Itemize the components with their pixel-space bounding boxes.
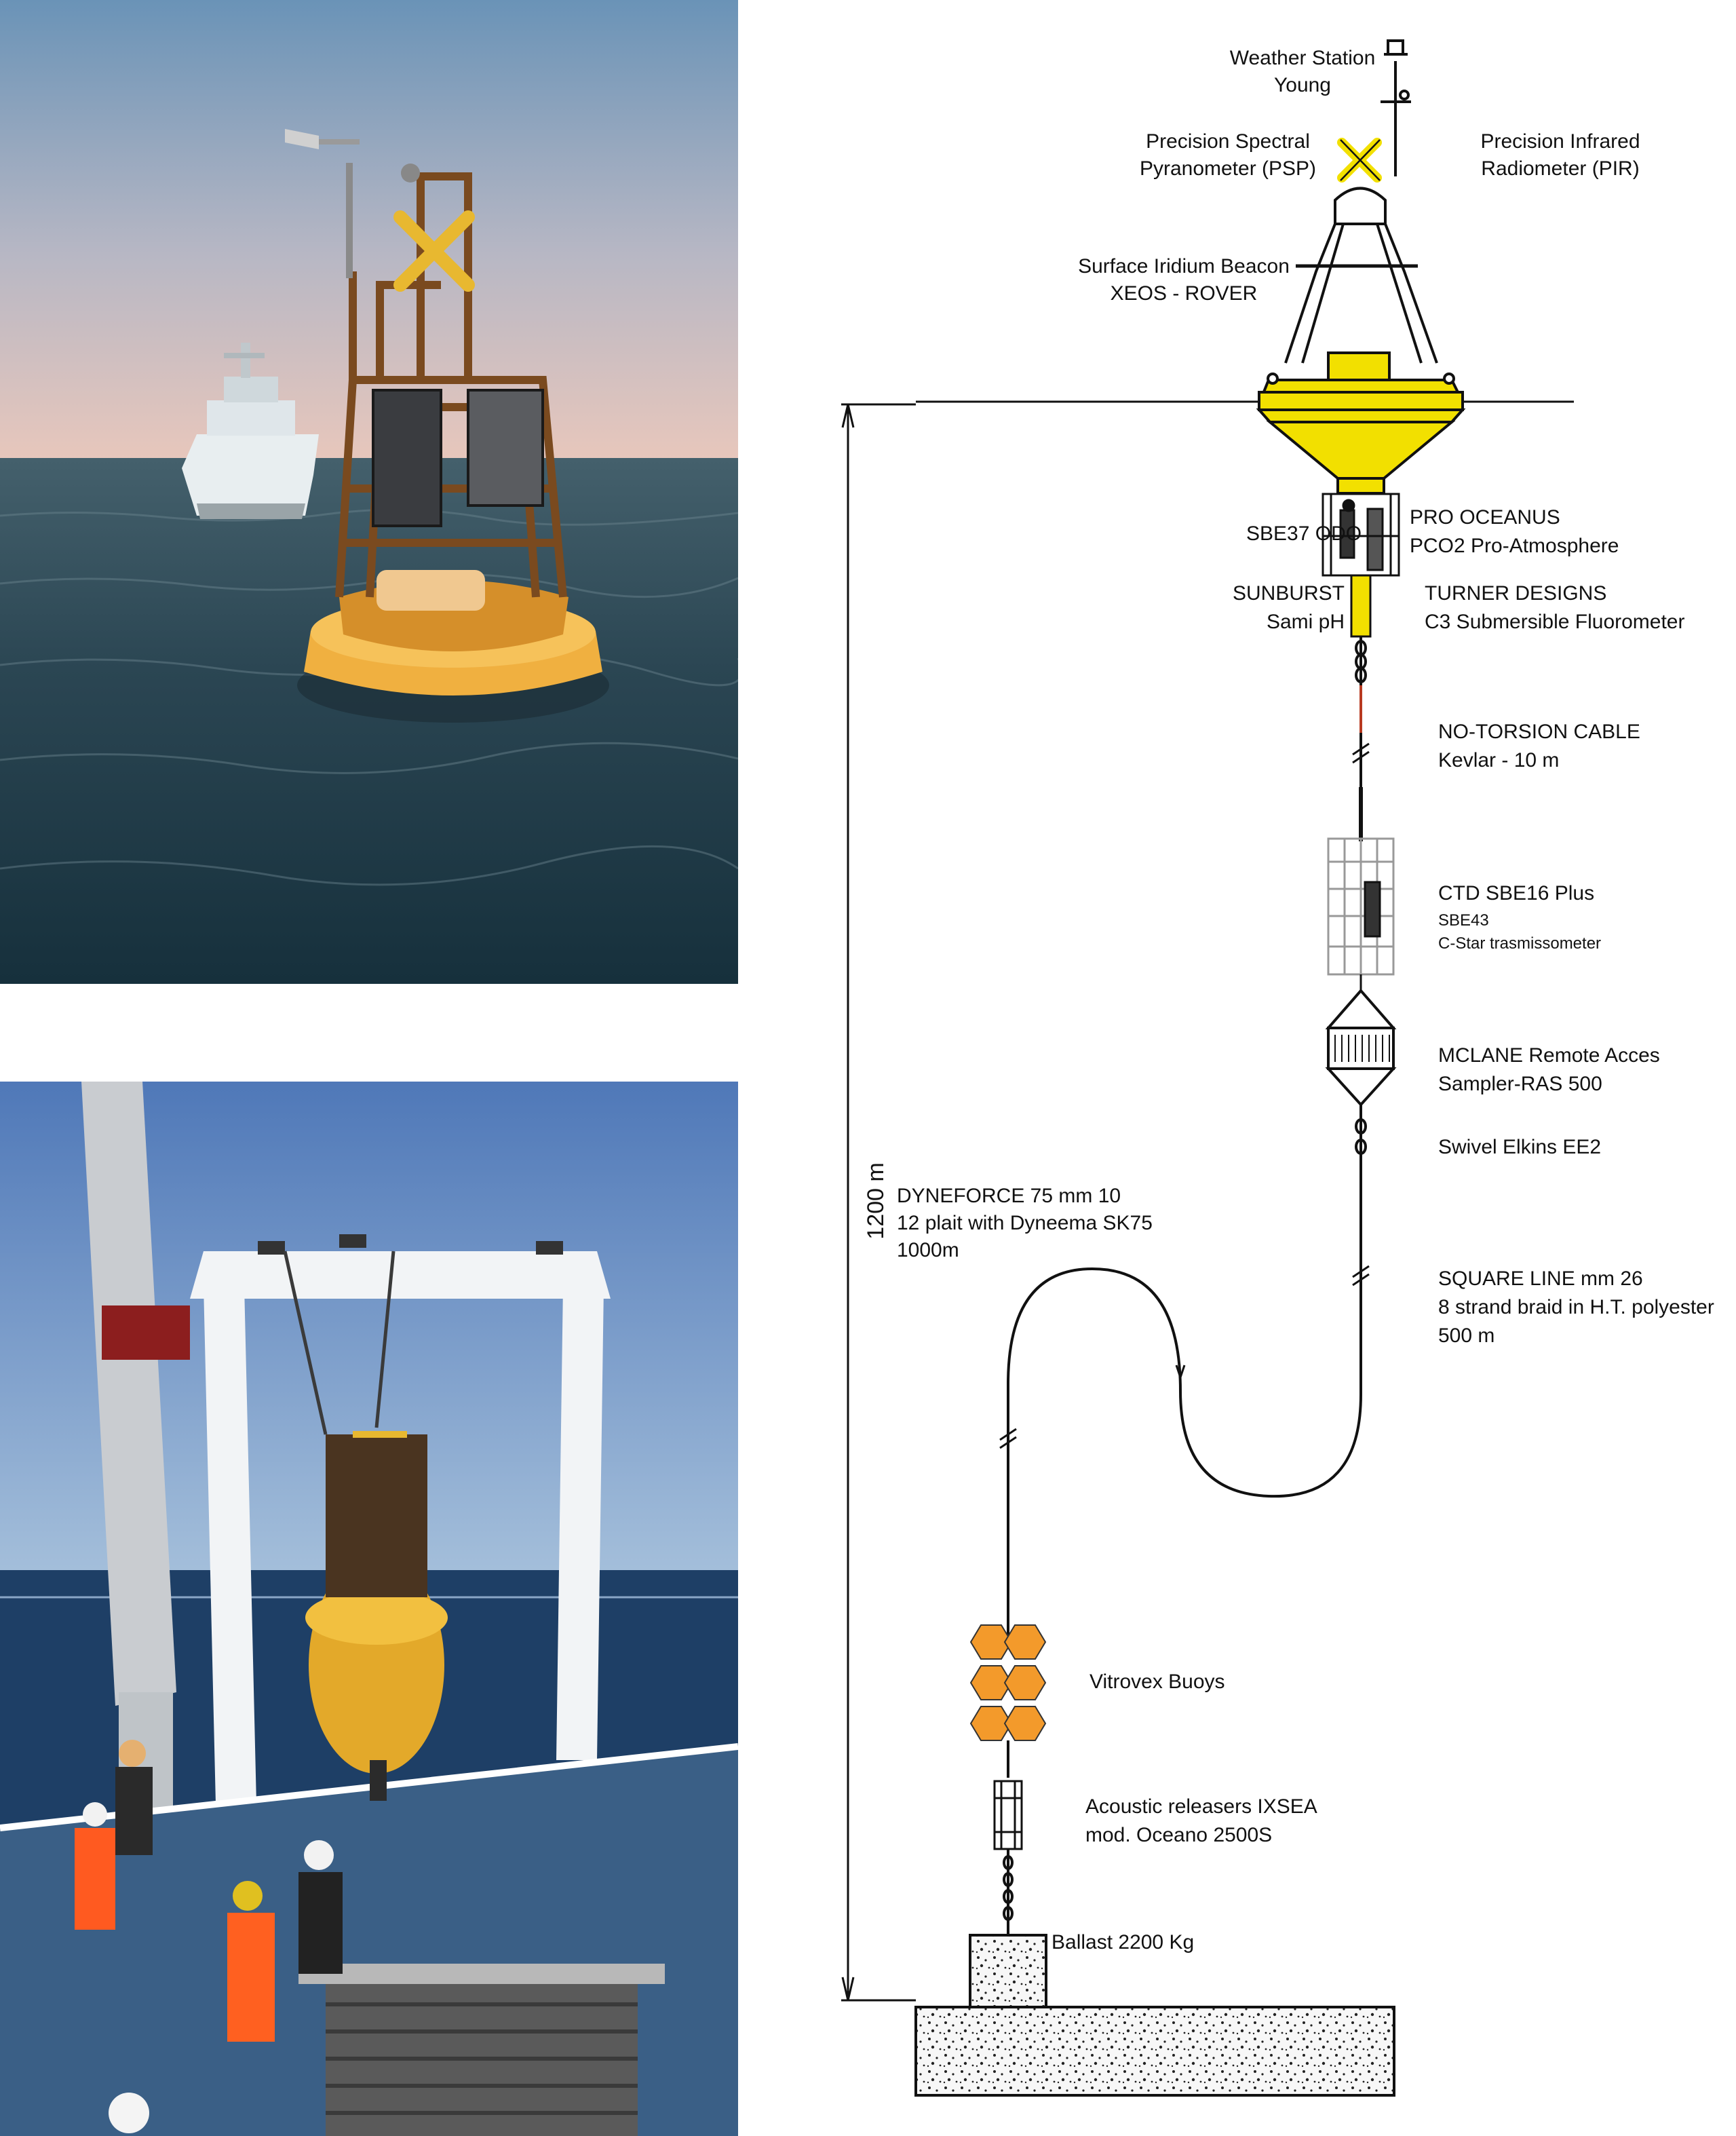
mooring-diagram: 1200 m: [841, 39, 1714, 2097]
ctd-frame-icon: [1327, 837, 1395, 976]
label-releasers-2: mod. Oceano 2500S: [1085, 1824, 1272, 1846]
label-psp-2: Pyranometer (PSP): [1140, 157, 1316, 180]
label-square-line: SQUARE LINE mm 26: [1438, 1267, 1643, 1290]
label-ctd-3: C-Star trasmissometer: [1438, 934, 1601, 953]
buoy-float-icon: [297, 570, 609, 723]
depth-dimension: [841, 403, 916, 2002]
dome-icon: [1334, 187, 1387, 224]
mclane-sampler-icon: [1325, 988, 1397, 1107]
label-ctd-2: SBE43: [1438, 911, 1489, 930]
deployment-photo: [0, 1082, 738, 2136]
label-dyneforce: DYNEFORCE 75 mm 10: [897, 1185, 1121, 1207]
ship-icon: [182, 343, 319, 519]
x-daymark-icon: [393, 210, 475, 292]
label-pir-2: Radiometer (PIR): [1481, 157, 1639, 180]
label-sbe37: SBE37 ODO: [1246, 522, 1362, 545]
instrument-cage-icon: [1322, 493, 1400, 577]
label-square-line-2: 8 strand braid in H.T. polyester: [1438, 1296, 1714, 1318]
label-cable-2: Kevlar - 10 m: [1438, 749, 1559, 771]
depth-label: 1200 m: [863, 1162, 889, 1239]
label-square-line-3: 500 m: [1438, 1324, 1494, 1347]
label-turner-2: C3 Submersible Fluorometer: [1425, 611, 1684, 633]
weather-station-icon: [1381, 39, 1411, 176]
label-ctd: CTD SBE16 Plus: [1438, 882, 1594, 904]
label-dyneforce-3: 1000m: [897, 1239, 959, 1261]
a-frame-icon: [190, 1251, 611, 1862]
label-pro-oceanus: PRO OCEANUS: [1410, 506, 1560, 529]
label-swivel: Swivel Elkins EE2: [1438, 1136, 1601, 1158]
sensor-mast: [1350, 574, 1372, 638]
label-beacon: Surface Iridium Beacon: [1078, 255, 1290, 278]
label-mclane-2: Sampler-RAS 500: [1438, 1073, 1602, 1095]
acoustic-releasers-icon: [993, 1780, 1023, 1850]
ballast-block: [969, 1934, 1047, 2008]
seabed-icon: [914, 2006, 1395, 2097]
label-psp: Precision Spectral: [1146, 130, 1310, 153]
label-vitrovex: Vitrovex Buoys: [1089, 1671, 1225, 1693]
label-beacon-2: XEOS - ROVER: [1111, 282, 1258, 305]
label-weather-station-model: Young: [1274, 74, 1331, 96]
label-ballast: Ballast 2200 Kg: [1052, 1931, 1194, 1953]
label-dyneforce-2: 12 plait with Dyneema SK75: [897, 1212, 1153, 1234]
label-pro-oceanus-2: PCO2 Pro-Atmosphere: [1410, 535, 1619, 557]
label-sunburst-2: Sami pH: [1267, 611, 1345, 633]
hanging-buoy-icon: [305, 1431, 448, 1801]
label-turner: TURNER DESIGNS: [1425, 582, 1606, 605]
buoy-photo: [0, 0, 738, 984]
label-sunburst: SUNBURST: [1233, 582, 1345, 605]
mooring-line: [1007, 1167, 1362, 1642]
label-cable: NO-TORSION CABLE: [1438, 721, 1640, 743]
vitrovex-buoys-icon: [969, 1624, 1047, 1741]
label-weather-station: Weather Station: [1230, 47, 1376, 69]
label-mclane: MCLANE Remote Acces: [1438, 1044, 1660, 1067]
surface-buoy-icon: [1256, 351, 1466, 495]
workers-icon: [75, 1740, 343, 2133]
label-pir: Precision Infrared: [1480, 130, 1640, 153]
label-releasers: Acoustic releasers IXSEA: [1085, 1795, 1317, 1818]
